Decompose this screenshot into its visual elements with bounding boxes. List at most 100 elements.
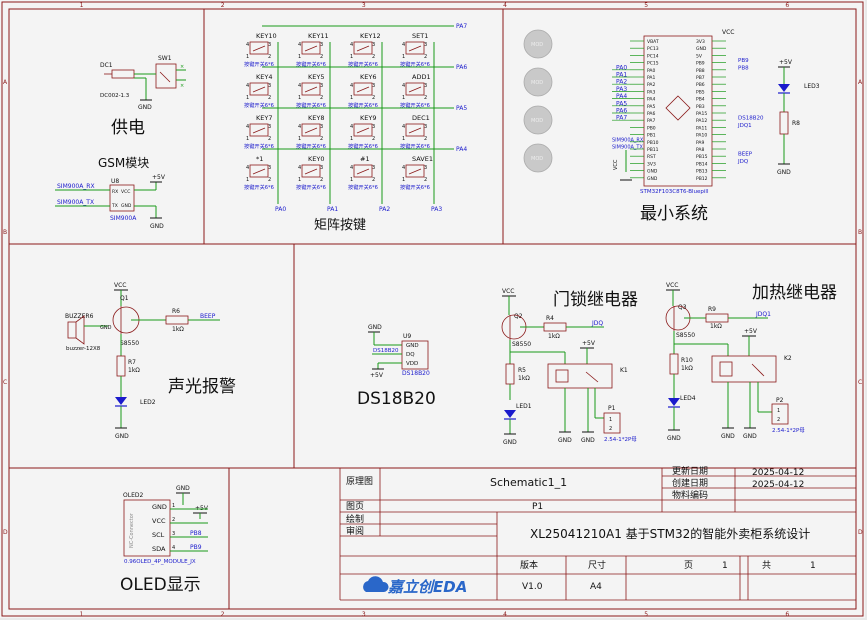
key-ref: SET1 bbox=[412, 32, 428, 40]
tb-page-value: P1 bbox=[532, 502, 543, 512]
mcu-pin-label: 5V bbox=[696, 53, 703, 59]
mcu-left-net: PA3 bbox=[616, 86, 627, 93]
svg-text:1: 1 bbox=[777, 408, 780, 414]
key-ref: KEY12 bbox=[360, 32, 381, 40]
key-pin: 1 bbox=[298, 54, 301, 60]
border-col-label: 1 bbox=[80, 611, 84, 618]
svg-text:GND: GND bbox=[100, 325, 112, 331]
mcu-pin-label: GND bbox=[647, 176, 658, 182]
matrix-row-net: PA4 bbox=[456, 146, 467, 153]
mcu-pin-label: GND bbox=[647, 169, 658, 175]
gsm-pin-vcc: VCC bbox=[121, 189, 130, 195]
key-pin: 2 bbox=[372, 136, 375, 142]
key-part: 按键开关6*6 bbox=[348, 183, 378, 191]
oled-pin-label: VCC bbox=[152, 517, 166, 525]
mcu-pin-label: PA6 bbox=[647, 111, 656, 117]
key-part: 按键开关6*6 bbox=[244, 60, 274, 68]
section-title-gsm: GSM模块 bbox=[98, 156, 149, 170]
inner-frame bbox=[8, 8, 857, 610]
key-contact bbox=[252, 45, 266, 52]
key-pin: 1 bbox=[350, 54, 353, 60]
mcu-sim-net: SIM900A_TX bbox=[612, 145, 643, 151]
key-contact bbox=[356, 86, 370, 93]
mcu-pin-label: PB9 bbox=[696, 61, 705, 67]
matrix-col-net: PA0 bbox=[275, 206, 286, 213]
mcu-pin-label: PC15 bbox=[647, 61, 659, 67]
switch-ref: SW1 bbox=[158, 55, 172, 62]
key-pin: 4 bbox=[402, 165, 405, 171]
tb-total-value: 1 bbox=[810, 561, 816, 571]
mcu-symbol bbox=[643, 35, 713, 187]
mcu-left-net: PA2 bbox=[616, 79, 627, 86]
key-pin: 1 bbox=[402, 136, 405, 142]
section-title-power: 供电 bbox=[111, 118, 145, 138]
matrix-col-net: PA1 bbox=[327, 206, 338, 213]
q1-ref: Q1 bbox=[120, 295, 129, 302]
key-pin: 2 bbox=[424, 95, 427, 101]
key-pin: 1 bbox=[298, 177, 301, 183]
p1-symbol bbox=[603, 412, 621, 434]
border-col-label: 3 bbox=[362, 611, 366, 618]
key-switch-symbol bbox=[301, 164, 321, 178]
q1-part: S8550 bbox=[120, 340, 139, 347]
mcu-left-net: PA6 bbox=[616, 108, 627, 115]
key-pin: 4 bbox=[298, 42, 301, 48]
section-title-lock-relay: 门锁继电器 bbox=[553, 290, 638, 310]
key-pin: 3 bbox=[320, 165, 323, 171]
border-row-label: A bbox=[3, 79, 8, 86]
key-pin: 2 bbox=[424, 54, 427, 60]
heat-relay-circuit: VCC Q3 S8550 R9 1kΩ JDQ1 R10 1kΩ LED4 GN… bbox=[665, 282, 805, 442]
key-pin: 2 bbox=[320, 95, 323, 101]
border-col-label: 4 bbox=[503, 2, 507, 9]
key-contact bbox=[408, 86, 422, 93]
mcu-pin-label: PA10 bbox=[696, 133, 707, 139]
mounting-hole-label: MOD bbox=[531, 118, 543, 124]
lock-vcc5-label: +5V bbox=[582, 340, 596, 347]
section-title-oled: OLED显示 bbox=[120, 575, 201, 595]
ds-pin-gnd: GND bbox=[406, 343, 419, 349]
oled-pin-label: GND bbox=[152, 503, 167, 511]
gsm-pin-tx: TX bbox=[111, 203, 118, 209]
key-pin: 4 bbox=[402, 42, 405, 48]
key-pin: 4 bbox=[298, 83, 301, 89]
relay-k1-ref: K1 bbox=[620, 367, 628, 374]
led4-ref: LED4 bbox=[680, 395, 696, 402]
border-row-label: D bbox=[3, 529, 8, 536]
led1-symbol bbox=[504, 410, 516, 418]
border-col-label: 6 bbox=[785, 611, 789, 618]
svg-text:2: 2 bbox=[609, 426, 612, 432]
key-ref: KEY6 bbox=[360, 73, 376, 81]
logo-text: 嘉立创EDA bbox=[387, 578, 467, 596]
key-pin: 3 bbox=[372, 42, 375, 48]
key-ref: KEY10 bbox=[256, 32, 277, 40]
key-pin: 3 bbox=[372, 83, 375, 89]
key-contact bbox=[304, 168, 318, 175]
key-part: 按键开关6*6 bbox=[400, 142, 430, 150]
gsm-rx-net: SIM900A_RX bbox=[57, 183, 95, 190]
alarm-circuit: VCC Q1 S8550 R6 1kΩ BEEP BUZZER6 GND buz… bbox=[65, 282, 220, 440]
gsm-tx-net: SIM900A_TX bbox=[57, 199, 94, 206]
gsm-gnd-label: GND bbox=[150, 223, 164, 230]
mcu-pin-label: PB4 bbox=[696, 97, 705, 103]
key-part: 按键开关6*6 bbox=[296, 101, 326, 109]
border-col-label: 4 bbox=[503, 611, 507, 618]
mounting-hole bbox=[523, 143, 553, 173]
mcu-pin-label: 3V3 bbox=[647, 161, 656, 167]
border-col-label: 5 bbox=[644, 2, 648, 9]
key-pin: 3 bbox=[424, 165, 427, 171]
mcu-pin-label: PA0 bbox=[647, 68, 656, 74]
border-row-label: C bbox=[858, 379, 862, 386]
switch-symbol bbox=[155, 63, 177, 89]
key-contact bbox=[304, 127, 318, 134]
key-pin: 4 bbox=[402, 83, 405, 89]
mcu-right-net: PB8 bbox=[738, 65, 749, 71]
key-pin: 3 bbox=[424, 42, 427, 48]
tb-page-label: 图页 bbox=[346, 501, 364, 512]
mcu-sim-net: SIM900A_RX bbox=[612, 137, 644, 143]
mcu-left-net: PA0 bbox=[616, 64, 627, 71]
p2-symbol bbox=[771, 403, 789, 425]
mounting-hole bbox=[523, 67, 553, 97]
oled-pin-number: 4 bbox=[172, 545, 175, 551]
